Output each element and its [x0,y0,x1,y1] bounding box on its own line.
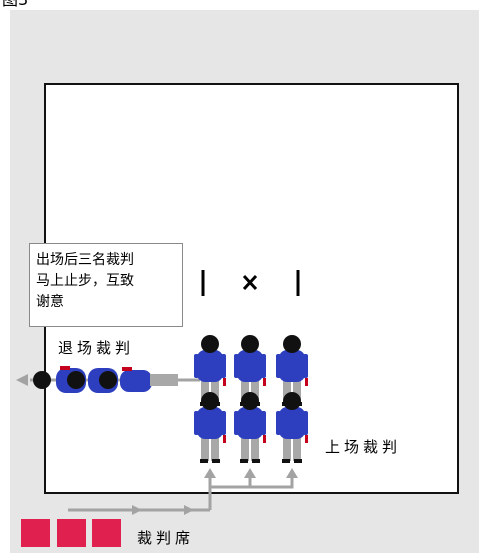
figure-label: 图3 [2,0,28,9]
judges-table-seat-2 [57,519,86,547]
entry-path [68,468,298,515]
standing-referee-5 [234,392,266,463]
standing-referees [194,335,308,463]
standing-referee-6 [276,392,308,463]
center-mark-cross-2 [242,274,258,291]
judges-table-seat-3 [92,519,121,547]
exiting-referees [33,366,178,393]
callout-box: 出场后三名裁判 马上止步，互致 谢意 [29,243,183,327]
center-mark [201,270,300,296]
enter-referees-label: 上场裁判 [325,438,402,456]
exiting-referee-3 [99,367,178,392]
judges-table-seat-1 [21,519,50,547]
judges-table-label: 裁判席 [137,529,195,547]
standing-referee-4 [194,392,226,463]
exit-referees-label: 退场裁判 [58,339,135,357]
